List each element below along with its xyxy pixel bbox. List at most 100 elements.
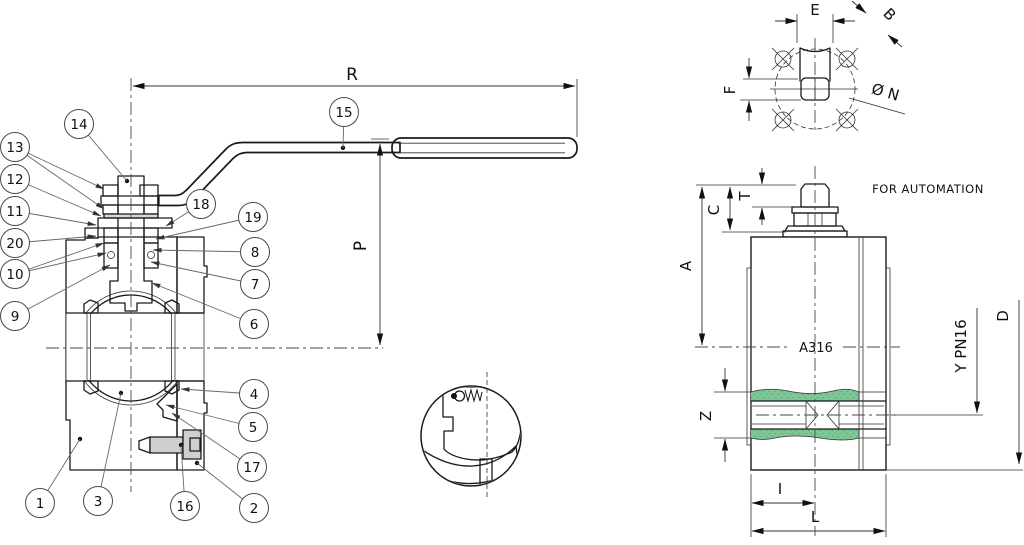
packing-upper-left (103, 227, 119, 244)
side-tab-left (746, 267, 752, 446)
end-cap-wedge (156, 383, 178, 422)
detail-ball-slot (479, 458, 493, 485)
dim-label-E: E (810, 1, 819, 19)
dim-label-I: I (778, 480, 782, 498)
callout-17: 17 (171, 412, 267, 482)
dimension-L: L (750, 474, 887, 537)
dimension-Y: Y PN16 (890, 308, 983, 416)
spring-detail (451, 388, 483, 403)
svg-text:10: 10 (6, 267, 23, 283)
svg-text:20: 20 (6, 236, 23, 252)
lock-nut-top-right (139, 184, 159, 197)
handle (157, 137, 578, 207)
material-label: A316 (799, 341, 833, 356)
o-ring-left (107, 251, 115, 259)
dimension-C: C (705, 186, 786, 233)
svg-text:15: 15 (335, 105, 352, 121)
dimension-N: Ø N (848, 80, 906, 115)
bolt-hole-icon (771, 108, 795, 132)
callout-9: 9 (0, 264, 111, 331)
callout-13: 13 (0, 132, 105, 210)
vent-plug (138, 429, 202, 460)
svg-text:5: 5 (249, 420, 258, 436)
bolt-hole-icon (835, 47, 859, 71)
svg-text:9: 9 (11, 309, 20, 325)
lock-nut-2-right (143, 204, 159, 215)
packing-lower-right (143, 242, 159, 269)
stem-packing-stack (84, 184, 173, 269)
svg-text:14: 14 (70, 117, 87, 133)
callout-12: 12 (0, 164, 102, 217)
callout-11: 11 (0, 196, 97, 226)
callout-18: 18 (165, 189, 216, 227)
svg-text:18: 18 (192, 197, 209, 213)
lock-nut-top-left (102, 184, 119, 197)
bolt-hole-icon (771, 47, 795, 71)
svg-text:16: 16 (176, 499, 193, 515)
end-cap-upper (176, 236, 208, 314)
dim-label-D: D (994, 310, 1012, 322)
callout-6: 6 (151, 282, 269, 339)
callout-19: 19 (155, 202, 268, 240)
callouts: 1 2 3 4 5 6 7 8 9 10 11 12 13 14 15 16 1… (0, 97, 359, 523)
svg-text:19: 19 (244, 210, 261, 226)
dim-label-L: L (811, 508, 820, 526)
dim-label-P: P (351, 241, 371, 251)
svg-text:11: 11 (6, 204, 23, 220)
dimension-P: P (351, 138, 389, 346)
svg-text:6: 6 (250, 317, 259, 333)
svg-text:1: 1 (36, 496, 45, 512)
svg-text:7: 7 (251, 277, 260, 293)
front-section-view: R P (46, 65, 578, 492)
dim-label-R: R (346, 65, 358, 85)
callout-4: 4 (180, 379, 269, 409)
stem-top-view: E B F Ø N (721, 0, 906, 134)
svg-text:12: 12 (6, 172, 23, 188)
dimension-E: E (775, 1, 855, 43)
callout-2: 2 (196, 462, 269, 523)
callout-20: 20 (0, 228, 97, 258)
packing-upper-right (143, 227, 159, 244)
gland (97, 217, 173, 229)
dimension-R: R (132, 65, 578, 137)
o-ring-right (147, 251, 155, 259)
dim-label-F: F (721, 86, 739, 95)
dim-label-Z: Z (697, 411, 715, 421)
callout-10: 10 (0, 242, 107, 289)
dim-label-Y: Y PN16 (952, 319, 970, 373)
end-cap-lower (176, 380, 208, 471)
dimension-D: D (994, 300, 1023, 465)
stem-flats (799, 47, 831, 82)
dimension-F: F (721, 58, 801, 121)
flow-bore (66, 314, 207, 380)
svg-text:4: 4 (250, 387, 259, 403)
dim-label-A: A (677, 260, 695, 271)
dim-label-N: Ø N (870, 80, 902, 105)
callout-7: 7 (150, 261, 270, 299)
callout-8: 8 (152, 237, 270, 267)
dim-label-B: B (880, 4, 900, 24)
callout-15: 15 (329, 97, 359, 149)
callout-3: 3 (83, 392, 122, 516)
dimension-Z: Z (697, 368, 751, 462)
bolt-hole-icon (835, 108, 859, 132)
svg-text:13: 13 (6, 140, 23, 156)
handle-seat-band (100, 195, 160, 206)
dimension-A: A (677, 184, 796, 346)
bolt-hole-icons (771, 47, 859, 132)
handle-grip (391, 137, 578, 159)
svg-text:3: 3 (94, 494, 103, 510)
callout-1: 1 (25, 438, 81, 518)
packing-lower-left (103, 242, 119, 269)
callout-16: 16 (170, 444, 200, 521)
svg-text:2: 2 (250, 501, 259, 517)
stem (109, 175, 153, 312)
dim-label-C: C (705, 205, 723, 215)
detail-view (420, 372, 522, 500)
automation-note: FOR AUTOMATION (872, 182, 984, 196)
ball-seats (83, 299, 180, 395)
callout-14: 14 (64, 109, 128, 182)
side-tab-right (885, 267, 891, 446)
detail-circle (420, 385, 522, 487)
